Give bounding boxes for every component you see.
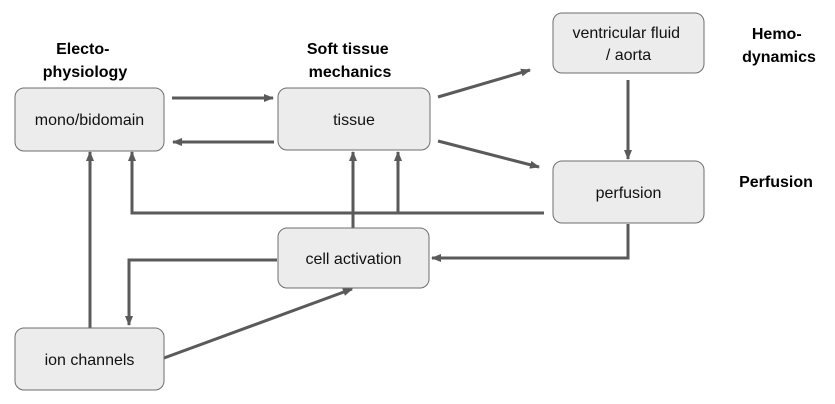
arrow-tissue-to-ventricular-fluid <box>437 68 531 99</box>
arrow-ion-channels-to-cell-activation <box>163 287 353 360</box>
heading-perfusion: Perfusion <box>739 174 813 191</box>
node-perfusion: perfusion <box>552 160 705 224</box>
heading-soft-tissue-mechanics: Soft tissue mechanics <box>307 41 393 81</box>
heading-hemodynamics: Hemo- dynamics <box>742 26 816 66</box>
node-label-ventricular-fluid-aorta: ventricular fluid / aorta <box>572 25 684 64</box>
heading-electrophysiology: Electo- physiology <box>43 41 128 81</box>
node-tissue: tissue <box>277 87 431 151</box>
node-mono-bidomain: mono/bidomain <box>14 87 165 152</box>
node-label-ion-channels: ion channels <box>45 352 135 369</box>
node-cell-activation: cell activation <box>277 227 430 289</box>
node-label-mono-bidomain: mono/bidomain <box>35 112 144 129</box>
arrow-perfusion-to-mono-bidomain <box>128 151 544 215</box>
arrow-tissue-to-perfusion <box>437 139 540 169</box>
arrow-cell-activation-to-ion-channels <box>125 258 277 326</box>
node-ion-channels: ion channels <box>14 327 165 391</box>
node-label-cell-activation: cell activation <box>305 251 401 268</box>
node-label-perfusion: perfusion <box>596 185 662 202</box>
arrow-perfusion-to-cell-activation <box>431 224 630 262</box>
edges <box>86 68 632 360</box>
node-ventricular-fluid-aorta: ventricular fluid / aorta <box>552 12 705 74</box>
node-label-tissue: tissue <box>333 112 375 129</box>
